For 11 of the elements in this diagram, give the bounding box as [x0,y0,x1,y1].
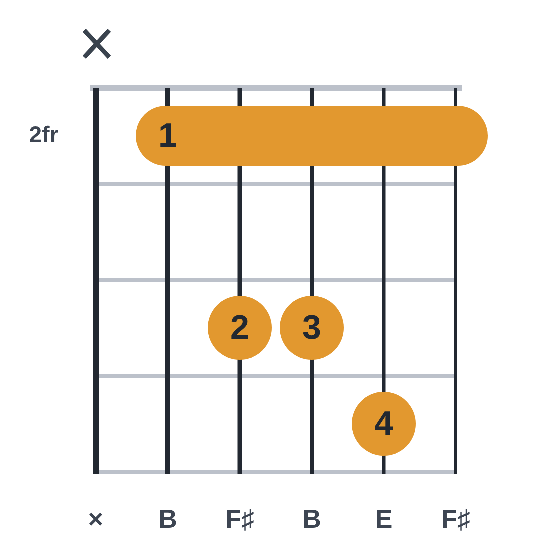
note-name: B [302,506,322,532]
note-name: E [375,506,393,532]
fret-number: 2fr [29,124,59,146]
note-name: F♯ [442,506,470,532]
note-name: B [158,506,178,532]
note-name: F♯ [226,506,254,532]
finger-number: 4 [374,407,394,441]
finger-number: 1 [158,119,178,153]
finger-number: 2 [230,311,250,345]
finger-number: 3 [302,311,322,345]
muted-string-mark: × [88,506,104,532]
